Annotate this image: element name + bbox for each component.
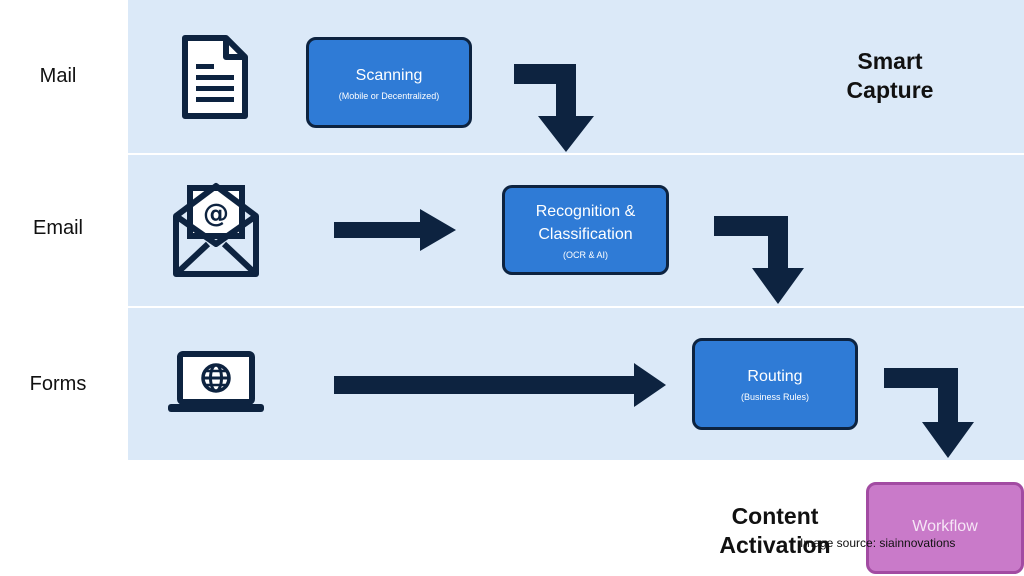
routing-subtitle: (Business Rules) <box>740 392 810 402</box>
routing-step: Routing (Business Rules) <box>692 338 858 430</box>
arrow-routing-to-workflow <box>884 368 974 458</box>
content-activation-label: Content Activation <box>706 502 844 560</box>
routing-title: Routing <box>747 368 803 385</box>
workflow-title: Workflow <box>912 518 978 535</box>
arrow-forms-to-routing <box>334 363 666 407</box>
svg-text:@: @ <box>203 199 229 229</box>
arrow-recognition-to-routing <box>714 216 804 304</box>
workflow-step: Workflow <box>866 482 1024 574</box>
scanning-step: Scanning (Mobile or Decentralized) <box>306 37 472 128</box>
row-label-mail: Mail <box>39 65 77 87</box>
recognition-subtitle: (OCR & AI) <box>562 249 608 260</box>
recognition-step: Recognition & Classification (OCR & AI) <box>502 185 669 275</box>
document-icon <box>182 35 248 119</box>
content-activation-line1: Content <box>731 503 819 529</box>
recognition-title-line2: Classification <box>538 225 633 243</box>
smart-capture-line2: Capture <box>846 77 934 103</box>
arrow-scanning-to-recognition <box>514 64 594 152</box>
image-source-caption: Image source: siainnovations <box>800 536 956 550</box>
row-label-forms: Forms <box>29 373 87 395</box>
scanning-title: Scanning <box>355 66 423 84</box>
smart-capture-label: Smart Capture <box>826 47 954 105</box>
arrow-email-to-recognition <box>334 209 456 251</box>
scanning-subtitle: (Mobile or Decentralized) <box>338 90 440 101</box>
envelope-at-icon: @ <box>173 183 259 277</box>
row-label-email: Email <box>32 217 83 239</box>
content-activation-line2: Activation <box>719 532 831 558</box>
smart-capture-line1: Smart <box>857 48 923 74</box>
recognition-title-line1: Recognition & <box>535 202 636 220</box>
laptop-globe-icon <box>168 351 264 412</box>
